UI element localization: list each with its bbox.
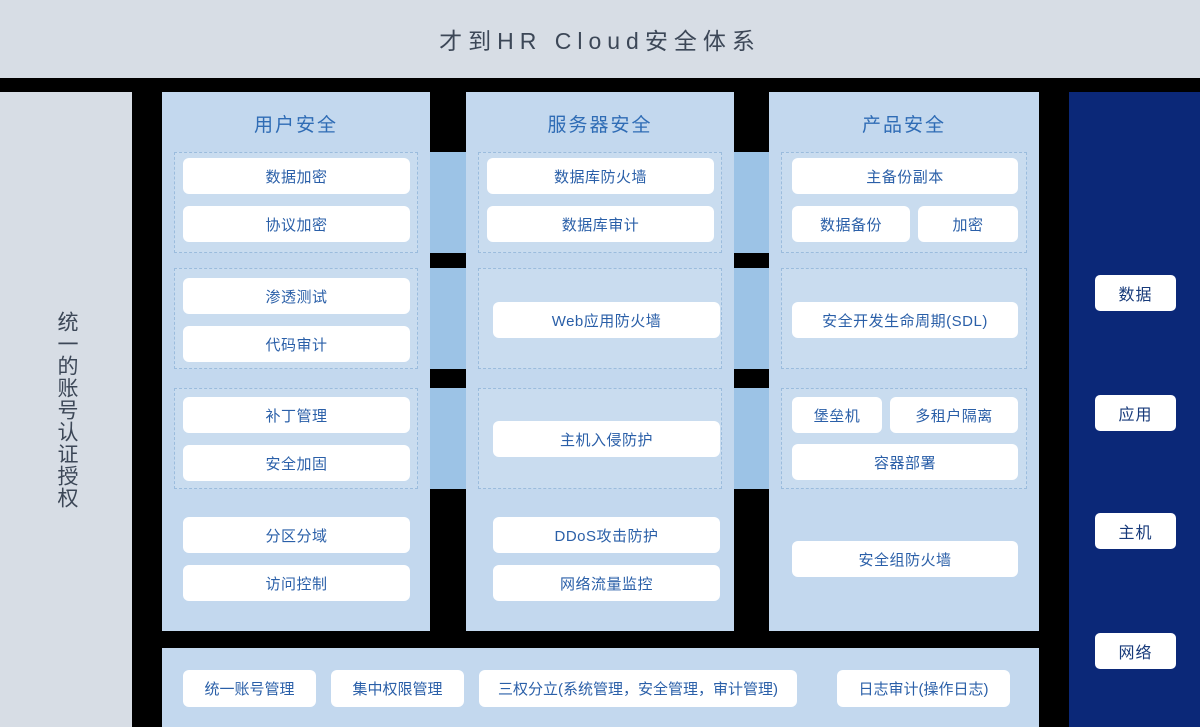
bridge-row2-left [430, 268, 466, 369]
left-rail-unified-auth: 统一的账号认证授权 [0, 92, 132, 727]
column-product-security: 产品安全 主备份副本 数据备份 加密 安全开发生命周期(SDL) 堡垒机 多租户… [769, 92, 1039, 631]
card-secure-development-lifecycle[interactable]: 安全开发生命周期(SDL) [792, 302, 1018, 338]
column-server-security: 服务器安全 数据库防火墙 数据库审计 Web应用防火墙 主机入侵防护 DDoS攻… [466, 92, 734, 631]
card-separation-of-duties[interactable]: 三权分立(系统管理，安全管理，审计管理) [479, 670, 797, 707]
card-data-backup[interactable]: 数据备份 [792, 206, 910, 242]
card-host-intrusion-protection[interactable]: 主机入侵防护 [493, 421, 720, 457]
card-security-hardening[interactable]: 安全加固 [183, 445, 410, 481]
rail-pill-host[interactable]: 主机 [1095, 513, 1176, 549]
bridge-row1-left [430, 152, 466, 253]
column-title-server-security: 服务器安全 [547, 115, 653, 136]
bottom-bar-account-management: 统一账号管理 集中权限管理 三权分立(系统管理，安全管理，审计管理) 日志审计(… [162, 648, 1039, 727]
page-title: 才到HR Cloud安全体系 [439, 28, 761, 54]
right-rail-layers: 数据 应用 主机 网络 运维 [1069, 92, 1200, 727]
card-protocol-encryption[interactable]: 协议加密 [183, 206, 410, 242]
left-rail-label: 统一的账号认证授权 [55, 310, 78, 509]
card-patch-management[interactable]: 补丁管理 [183, 397, 410, 433]
card-code-audit[interactable]: 代码审计 [183, 326, 410, 362]
card-unified-account-management[interactable]: 统一账号管理 [183, 670, 316, 707]
card-traffic-monitoring[interactable]: 网络流量监控 [493, 565, 720, 601]
card-bastion-host[interactable]: 堡垒机 [792, 397, 882, 433]
card-security-group-firewall[interactable]: 安全组防火墙 [792, 541, 1018, 577]
card-log-audit[interactable]: 日志审计(操作日志) [837, 670, 1010, 707]
card-access-control[interactable]: 访问控制 [183, 565, 410, 601]
column-title-product-security: 产品安全 [861, 115, 946, 136]
card-container-deployment[interactable]: 容器部署 [792, 444, 1018, 480]
rail-pill-data[interactable]: 数据 [1095, 275, 1176, 311]
column-title-user-security: 用户安全 [253, 115, 338, 136]
rail-pill-network[interactable]: 网络 [1095, 633, 1176, 669]
card-ddos-protection[interactable]: DDoS攻击防护 [493, 517, 720, 553]
card-database-firewall[interactable]: 数据库防火墙 [487, 158, 714, 194]
card-zone-partition[interactable]: 分区分域 [183, 517, 410, 553]
card-centralized-permission-management[interactable]: 集中权限管理 [331, 670, 464, 707]
bridge-row3-left [430, 388, 466, 489]
rail-pill-application[interactable]: 应用 [1095, 395, 1176, 431]
column-user-security: 用户安全 数据加密 协议加密 渗透测试 代码审计 补丁管理 安全加固 分区分域 … [162, 92, 430, 631]
card-database-audit[interactable]: 数据库审计 [487, 206, 714, 242]
card-multi-tenant-isolation[interactable]: 多租户隔离 [890, 397, 1018, 433]
card-data-encryption[interactable]: 数据加密 [183, 158, 410, 194]
card-primary-backup-replica[interactable]: 主备份副本 [792, 158, 1018, 194]
bridge-row2-right [734, 268, 769, 369]
card-web-application-firewall[interactable]: Web应用防火墙 [493, 302, 720, 338]
page-header: 才到HR Cloud安全体系 [0, 0, 1200, 78]
card-encryption[interactable]: 加密 [918, 206, 1018, 242]
card-penetration-test[interactable]: 渗透测试 [183, 278, 410, 314]
bridge-row1-right [734, 152, 769, 253]
bridge-row3-right [734, 388, 769, 489]
